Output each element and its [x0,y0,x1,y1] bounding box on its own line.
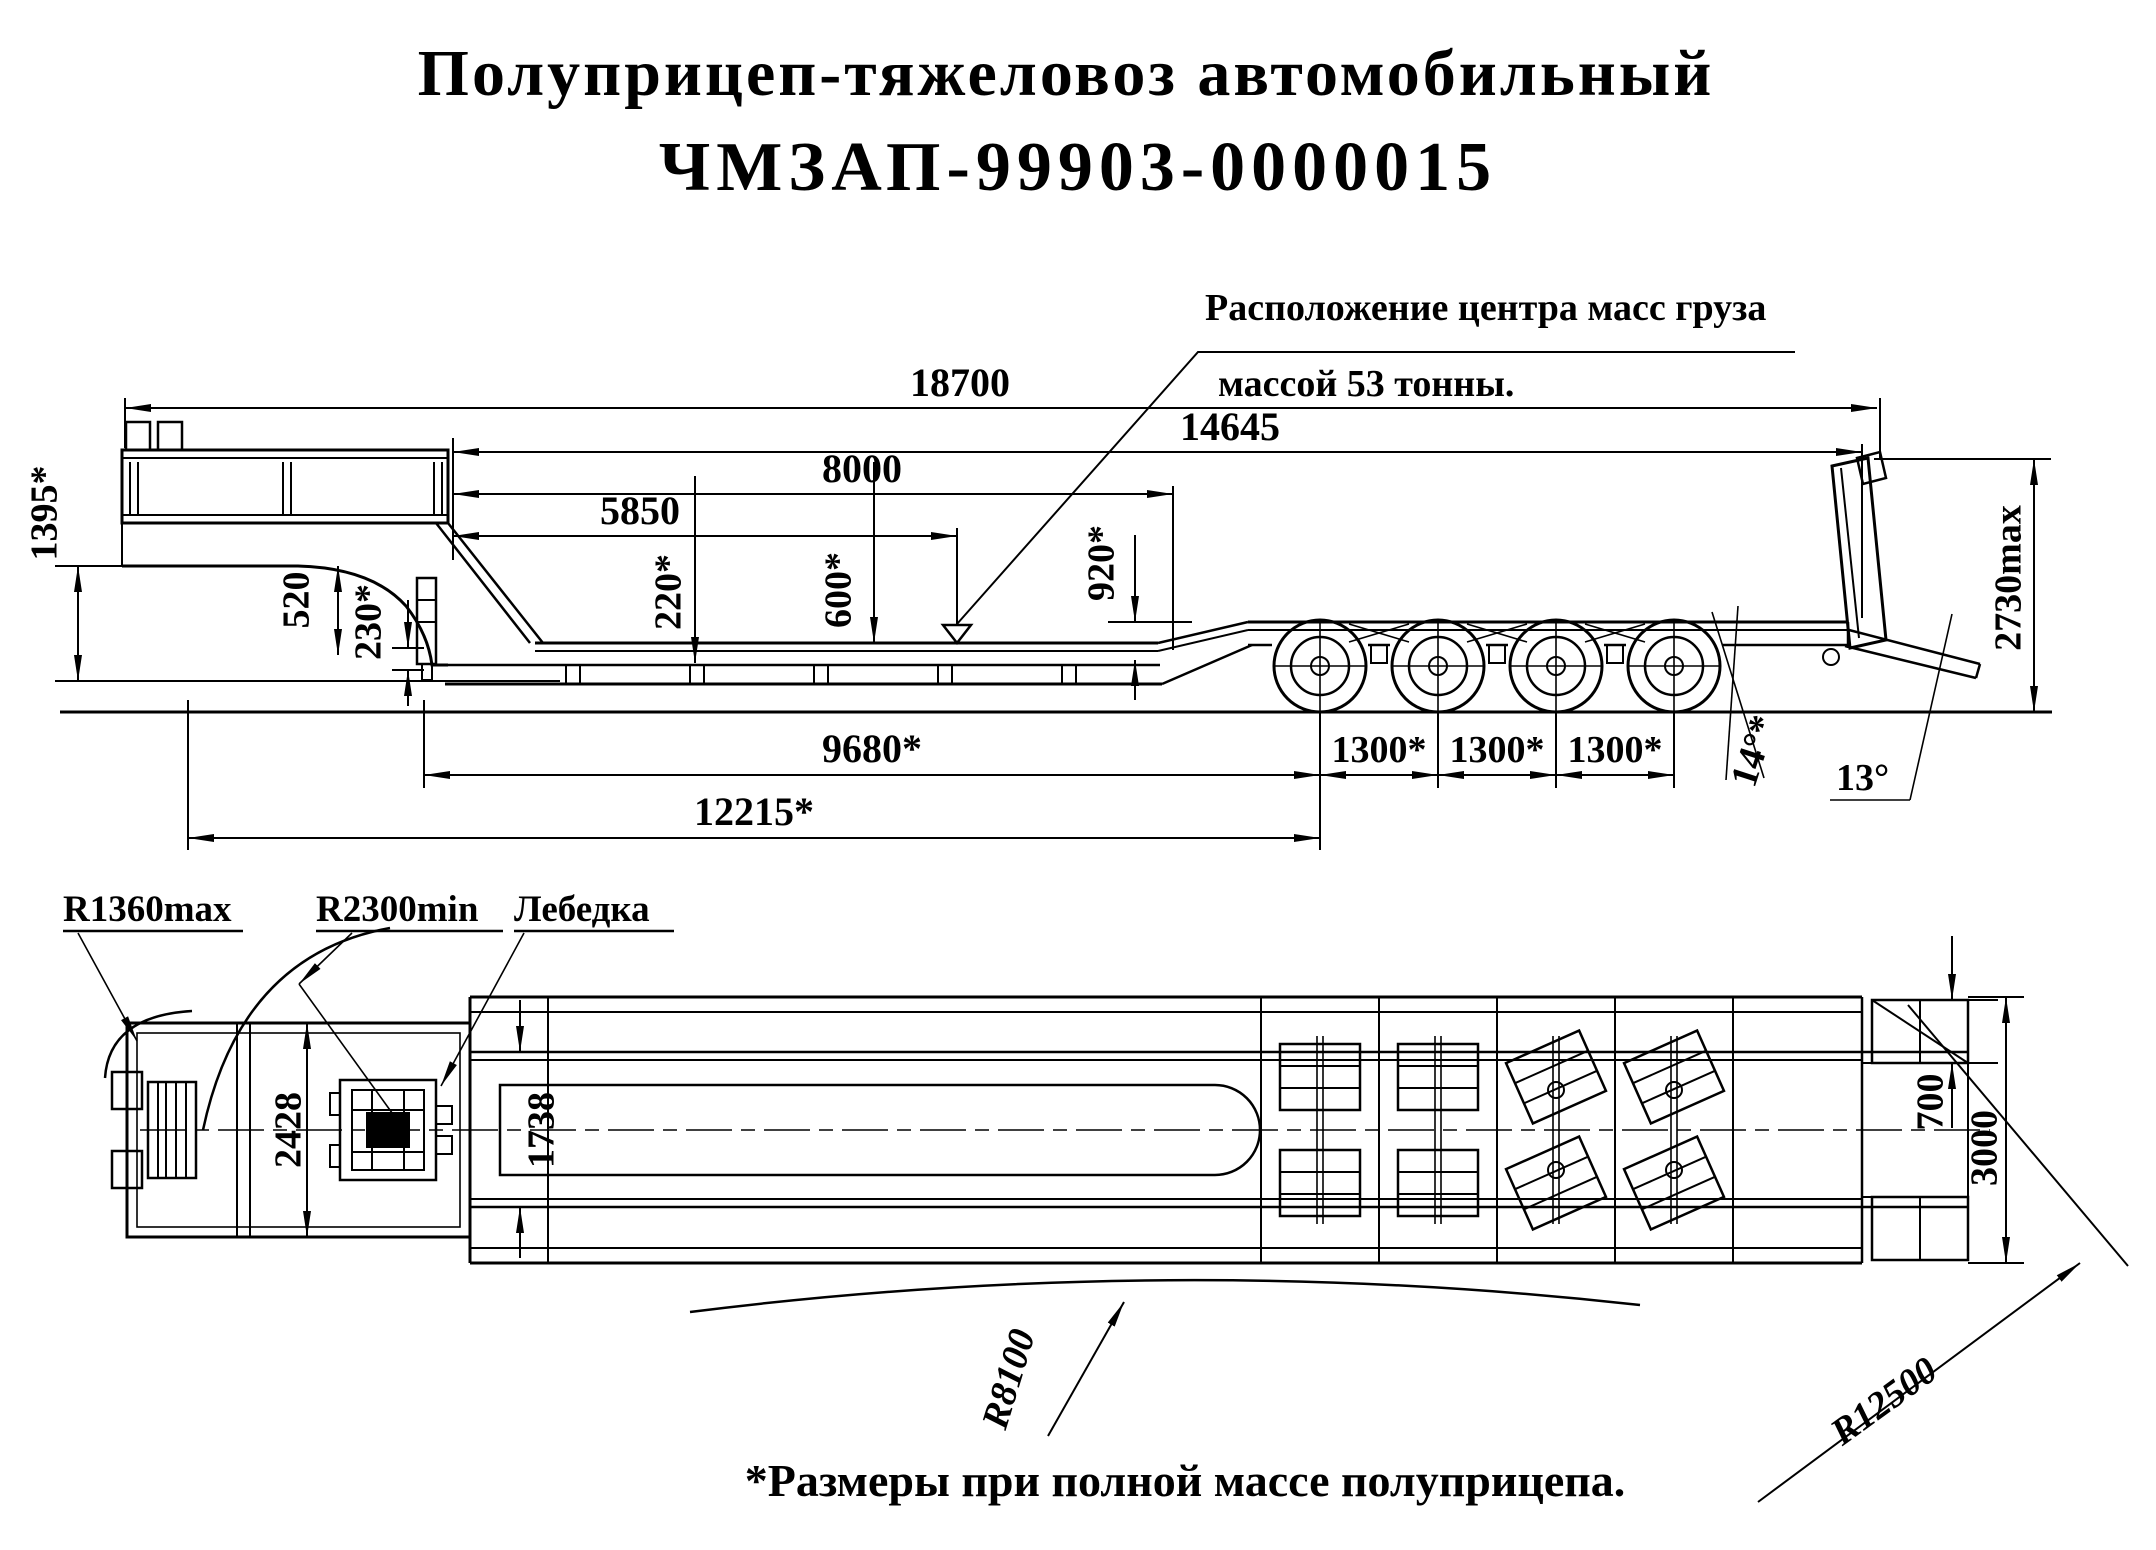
footnote: *Размеры при полной массе полуприцепа. [745,1455,1626,1506]
label-r1360: R1360max [63,889,232,930]
wheel-4 [1626,618,1722,714]
dim-clearance: 230* [348,584,390,660]
plan-axle-4 [1622,1028,1726,1232]
cg-marker [940,623,974,646]
dim-deck-length: 8000 [822,446,902,491]
cg-annotation-line1: Расположение центра масс груза [1205,287,1766,329]
gooseneck-platform [120,420,544,667]
dim-fifth-wheel-height: 520 [276,572,318,629]
dim-base-overall: 12215* [694,789,814,834]
plan-view-dimensions: R1360max R2300min Лебедка 2428 1738 700 … [63,889,2129,1503]
dim-axle-spacing-1: 1300* [1332,729,1427,771]
dim-rear-height: 920* [1081,525,1123,601]
title-line1: Полуприцеп-тяжеловоз автомобильный [418,37,1715,110]
cg-annotation: Расположение центра масс груза массой 53… [956,287,1795,625]
cg-annotation-line2: массой 53 тонны. [1218,363,1514,405]
plan-rear-ramps [1862,998,1970,1262]
side-view-dimensions: 18700 14645 8000 5850 1395* 520 230* 220… [24,360,2051,850]
label-r12500: R12500 [1822,1349,1945,1454]
dim-base-rear: 9680* [822,726,922,771]
dim-axle-spacing-3: 1300* [1568,729,1663,771]
label-winch: Лебедка [514,889,650,930]
wheel-2 [1390,618,1486,714]
plan-axle-2 [1396,1036,1480,1224]
loading-deck [445,620,1253,686]
dim-deck-thickness: 220* [648,554,690,630]
dim-deck-height: 600* [818,552,860,628]
dim-overall-height: 2730max [1988,505,2030,651]
spine-beam [498,1083,1262,1177]
plan-axle-3 [1504,1028,1608,1232]
r1360-arc [103,1009,193,1079]
dim-axle-spacing-2: 1300* [1450,729,1545,771]
dim-frame-width: 1738 [521,1092,563,1168]
dim-frame-length: 14645 [1180,404,1280,449]
dim-bogie-angle: 14°* [1723,710,1785,792]
label-r8100: R8100 [974,1324,1044,1434]
side-view [55,420,2052,714]
title-block: Полуприцеп-тяжеловоз автомобильный ЧМЗАП… [418,37,1715,206]
dim-ramp-width: 700 [1910,1074,1952,1131]
dim-gooseneck-height: 1395* [24,466,66,561]
dim-overall-width: 3000 [1964,1110,2006,1186]
plan-axle-1 [1278,1036,1362,1224]
title-line2: ЧМЗАП-99903-0000015 [659,129,1497,206]
cg-leader-line [956,351,1795,625]
wheel-1 [1272,618,1368,714]
dim-ramp-angle: 13° [1836,757,1889,799]
r2300-arc [201,926,391,1131]
plan-view [103,926,1990,1314]
wheel-3 [1508,618,1604,714]
dim-cg-offset: 5850 [600,488,680,533]
label-r2300: R2300min [316,889,479,930]
r8100-arc [689,1278,1641,1314]
plan-deck [140,995,1990,1265]
bogie-wheels [1272,618,1722,714]
kingpin [415,576,438,681]
dim-gooseneck-width: 2428 [268,1092,310,1168]
dim-overall-length: 18700 [910,360,1010,405]
